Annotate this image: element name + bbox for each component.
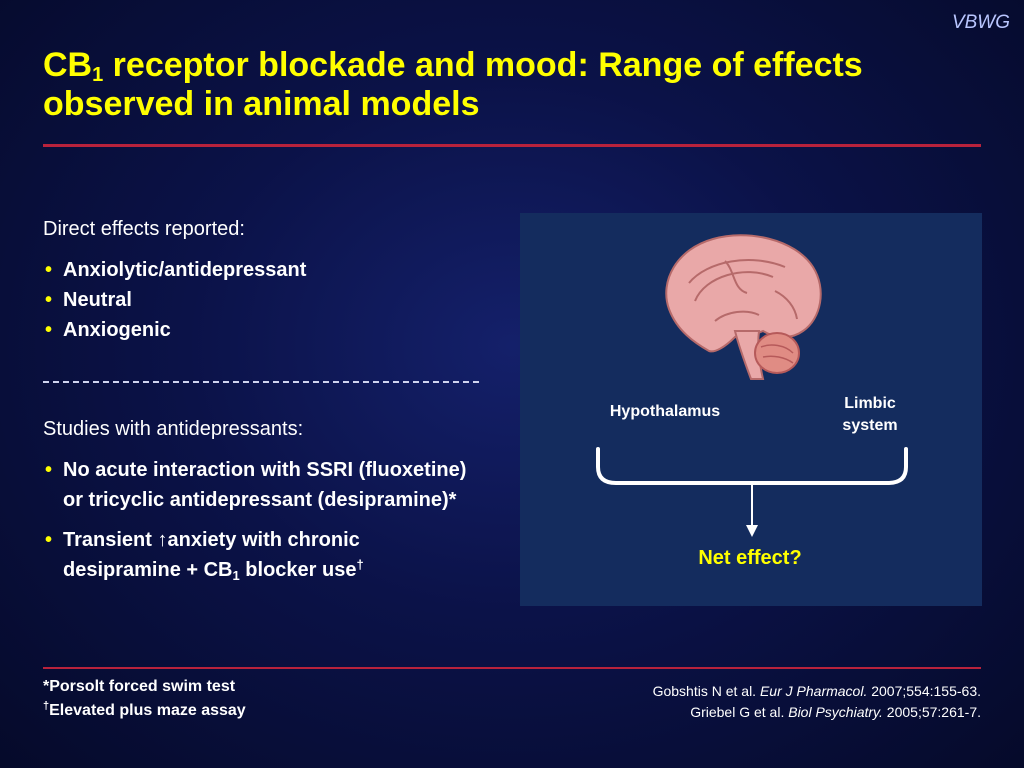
footer-divider [43, 667, 981, 669]
list-item-text: Anxiogenic [63, 319, 171, 341]
title-rest: receptor blockade and mood: Range of eff… [43, 46, 863, 123]
bullet-icon: • [45, 319, 53, 341]
bullet-icon: • [45, 529, 53, 551]
bullet-icon: • [45, 459, 53, 481]
reference-1: Gobshtis N et al. Eur J Pharmacol. 2007;… [653, 681, 981, 702]
reference-journal: Biol Psychiatry. [788, 704, 883, 720]
title-subscript: 1 [92, 64, 104, 86]
reference-details: 2005;57:261-7. [882, 704, 981, 720]
list-item-text: Neutral [63, 289, 132, 311]
direct-effects-heading: Direct effects reported: [43, 218, 245, 240]
dagger-mark: † [356, 557, 364, 572]
limbic-system-label: Limbic system [842, 395, 898, 434]
list-item-text-a: Transient [63, 529, 158, 551]
list-item: • No acute interaction with SSRI (fluoxet… [43, 455, 483, 515]
reference-authors: Griebel G et al. [690, 704, 789, 720]
net-effect-label: Net effect? [698, 547, 802, 569]
subscript: 1 [232, 568, 240, 583]
footnote-1: *Porsolt forced swim test [43, 678, 236, 695]
brand-logo-text: VBWG [951, 12, 1010, 33]
list-item-text-c: blocker use [239, 559, 357, 581]
footnote-2: †Elevated plus maze assay [43, 699, 246, 723]
reference-2: Griebel G et al. Biol Psychiatry. 2005;5… [653, 702, 981, 723]
brain-icon [665, 234, 822, 380]
dagger-mark: † [43, 700, 50, 712]
bracket-arrow-icon [596, 447, 908, 537]
footnotes: *Porsolt forced swim test †Elevated plus… [43, 675, 246, 723]
references: Gobshtis N et al. Eur J Pharmacol. 2007;… [653, 681, 981, 723]
bullet-icon: • [45, 259, 53, 281]
up-arrow-icon: ↑ [157, 529, 168, 551]
list-item: • Anxiogenic [43, 315, 483, 345]
reference-details: 2007;554:155-63. [867, 683, 981, 699]
studies-section: Studies with antidepressants: • No acute … [43, 415, 483, 595]
slide-title: CB1 receptor blockade and mood: Range of… [43, 46, 943, 124]
list-item-text: No acute interaction with SSRI (fluoxeti… [63, 459, 467, 511]
hypothalamus-label: Hypothalamus [609, 403, 721, 420]
list-item-text-b: anxiety with chronic desipramine + CB [63, 529, 360, 581]
list-item: • Anxiolytic/antidepressant [43, 255, 483, 285]
reference-authors: Gobshtis N et al. [652, 683, 760, 699]
title-divider [43, 144, 981, 147]
studies-heading: Studies with antidepressants: [43, 418, 304, 440]
title-prefix: CB [43, 46, 93, 84]
list-item: • Transient ↑anxiety with chronic desipra… [43, 525, 483, 585]
footnote-2-text: Elevated plus maze assay [49, 702, 246, 719]
reference-journal: Eur J Pharmacol. [759, 683, 868, 699]
diagram-panel: Hypothalamus Limbic system Net effect? [520, 213, 982, 606]
list-item-text: Anxiolytic/antidepressant [63, 259, 307, 281]
bullet-icon: • [45, 289, 53, 311]
list-item: • Neutral [43, 285, 483, 315]
dashed-separator [43, 381, 479, 383]
studies-list: • No acute interaction with SSRI (fluoxet… [43, 455, 483, 585]
direct-effects-list: • Anxiolytic/antidepressant • Neutral • Anx… [43, 255, 483, 345]
direct-effects-section: Direct effects reported: • Anxiolytic/ant… [43, 215, 483, 345]
